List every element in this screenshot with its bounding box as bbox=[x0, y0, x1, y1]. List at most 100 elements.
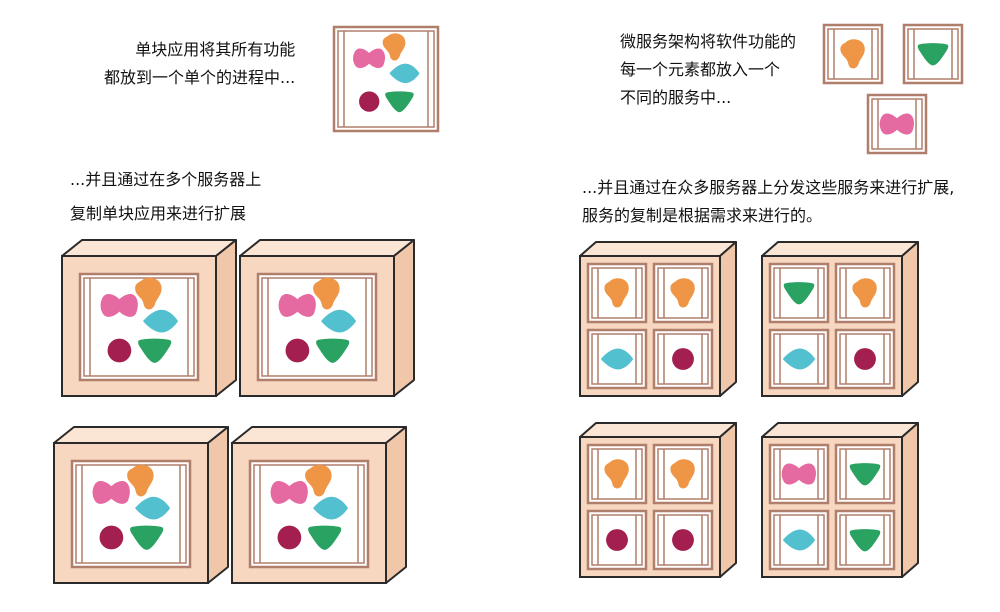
service-cell bbox=[652, 262, 714, 324]
server-side-face bbox=[393, 239, 415, 397]
teal-diamond-icon bbox=[143, 309, 179, 333]
service-cell bbox=[652, 328, 714, 390]
service-cell bbox=[586, 328, 648, 390]
caption-line: 服务的复制是根据需求来进行的。 bbox=[582, 206, 823, 225]
monolith-legend-window bbox=[332, 25, 440, 133]
caption-line: ...并且通过在众多服务器上分发这些服务来进行扩展, bbox=[582, 178, 955, 197]
teal-diamond-icon bbox=[321, 309, 357, 333]
orange-blob-icon bbox=[127, 464, 154, 497]
teal-diamond-icon bbox=[135, 496, 171, 520]
caption-line: 单块应用将其所有功能 bbox=[135, 40, 296, 59]
green-triangle-icon bbox=[917, 43, 949, 66]
crimson-circle-icon bbox=[359, 91, 380, 112]
service-cell bbox=[768, 328, 830, 390]
teal-diamond-icon bbox=[313, 496, 349, 520]
caption-line: 每一个元素都放入一个 bbox=[620, 60, 781, 79]
service-cell bbox=[834, 443, 896, 505]
server-top-face bbox=[761, 422, 919, 438]
orange-blob-icon bbox=[305, 464, 332, 497]
crimson-circle-icon bbox=[107, 338, 132, 363]
green-triangle-icon bbox=[783, 282, 815, 305]
server-side-face bbox=[901, 241, 919, 397]
server-side-face bbox=[719, 422, 737, 578]
green-triangle-icon bbox=[138, 338, 172, 363]
teal-diamond-icon bbox=[782, 529, 816, 551]
pink-bow-icon bbox=[270, 481, 308, 504]
orange-blob-icon bbox=[604, 278, 629, 308]
server-top-face bbox=[61, 239, 237, 257]
microservices-caption-bottom: ...并且通过在众多服务器上分发这些服务来进行扩展, 服务的复制是根据需求来进行… bbox=[582, 174, 954, 230]
orange-blob-icon bbox=[382, 33, 406, 61]
service-cell bbox=[652, 509, 714, 571]
server-top-face bbox=[579, 241, 737, 257]
server-layer bbox=[53, 239, 919, 584]
crimson-circle-icon bbox=[606, 529, 628, 551]
microservice-server bbox=[761, 241, 919, 397]
pink-bow-icon bbox=[100, 294, 138, 317]
green-triangle-icon bbox=[316, 338, 350, 363]
pink-bow-icon bbox=[879, 113, 914, 135]
teal-diamond-icon bbox=[389, 63, 420, 84]
teal-diamond-icon bbox=[600, 348, 634, 370]
crimson-circle-icon bbox=[277, 525, 302, 550]
crimson-circle-icon bbox=[99, 525, 124, 550]
microservice-server bbox=[579, 422, 737, 578]
pink-bow-icon bbox=[278, 294, 316, 317]
green-triangle-icon bbox=[849, 463, 881, 486]
service-cell bbox=[586, 262, 648, 324]
microservices-caption-top: 微服务架构将软件功能的 每一个元素都放入一个 不同的服务中... bbox=[620, 28, 796, 112]
monolith-server bbox=[53, 426, 229, 584]
server-top-face bbox=[579, 422, 737, 438]
service-cell bbox=[768, 443, 830, 505]
pink-bow-icon bbox=[92, 481, 130, 504]
service-cell bbox=[834, 509, 896, 571]
monolith-server bbox=[239, 239, 415, 397]
green-triangle-icon bbox=[385, 91, 414, 113]
green-triangle-icon bbox=[130, 525, 164, 550]
service-cell bbox=[768, 262, 830, 324]
caption-line: 都放到一个单个的进程中... bbox=[104, 68, 296, 87]
legend-layer bbox=[332, 23, 964, 155]
orange-blob-icon bbox=[840, 39, 865, 69]
service-box bbox=[902, 23, 964, 85]
orange-blob-icon bbox=[604, 459, 629, 489]
orange-blob-icon bbox=[670, 278, 695, 308]
monolith-caption-bottom: ...并且通过在多个服务器上 复制单块应用来进行扩展 bbox=[70, 166, 261, 228]
server-top-face bbox=[761, 241, 919, 257]
service-box bbox=[822, 23, 884, 85]
green-triangle-icon bbox=[308, 525, 342, 550]
crimson-circle-icon bbox=[285, 338, 310, 363]
monolith-server bbox=[231, 426, 407, 584]
server-top-face bbox=[53, 426, 229, 444]
server-side-face bbox=[215, 239, 237, 397]
caption-line: 复制单块应用来进行扩展 bbox=[70, 204, 247, 223]
crimson-circle-icon bbox=[672, 529, 694, 551]
server-top-face bbox=[239, 239, 415, 257]
service-cell bbox=[834, 328, 896, 390]
service-box bbox=[866, 93, 928, 155]
caption-line: ...并且通过在多个服务器上 bbox=[70, 170, 262, 189]
crimson-circle-icon bbox=[672, 348, 694, 370]
microservice-server bbox=[579, 241, 737, 397]
server-side-face bbox=[207, 426, 229, 584]
crimson-circle-icon bbox=[854, 348, 876, 370]
service-cell bbox=[652, 443, 714, 505]
monolith-server bbox=[61, 239, 237, 397]
caption-line: 不同的服务中... bbox=[620, 88, 732, 107]
monolith-caption-top: 单块应用将其所有功能 都放到一个单个的进程中... bbox=[104, 36, 295, 92]
microservice-server bbox=[761, 422, 919, 578]
orange-blob-icon bbox=[313, 277, 340, 310]
orange-blob-icon bbox=[670, 459, 695, 489]
server-side-face bbox=[719, 241, 737, 397]
orange-blob-icon bbox=[852, 278, 877, 308]
orange-blob-icon bbox=[135, 277, 162, 310]
service-cell bbox=[586, 443, 648, 505]
green-triangle-icon bbox=[849, 529, 881, 552]
pink-bow-icon bbox=[353, 48, 386, 69]
server-side-face bbox=[385, 426, 407, 584]
server-side-face bbox=[901, 422, 919, 578]
caption-line: 微服务架构将软件功能的 bbox=[620, 32, 797, 51]
pink-bow-icon bbox=[781, 463, 816, 485]
service-cell bbox=[768, 509, 830, 571]
